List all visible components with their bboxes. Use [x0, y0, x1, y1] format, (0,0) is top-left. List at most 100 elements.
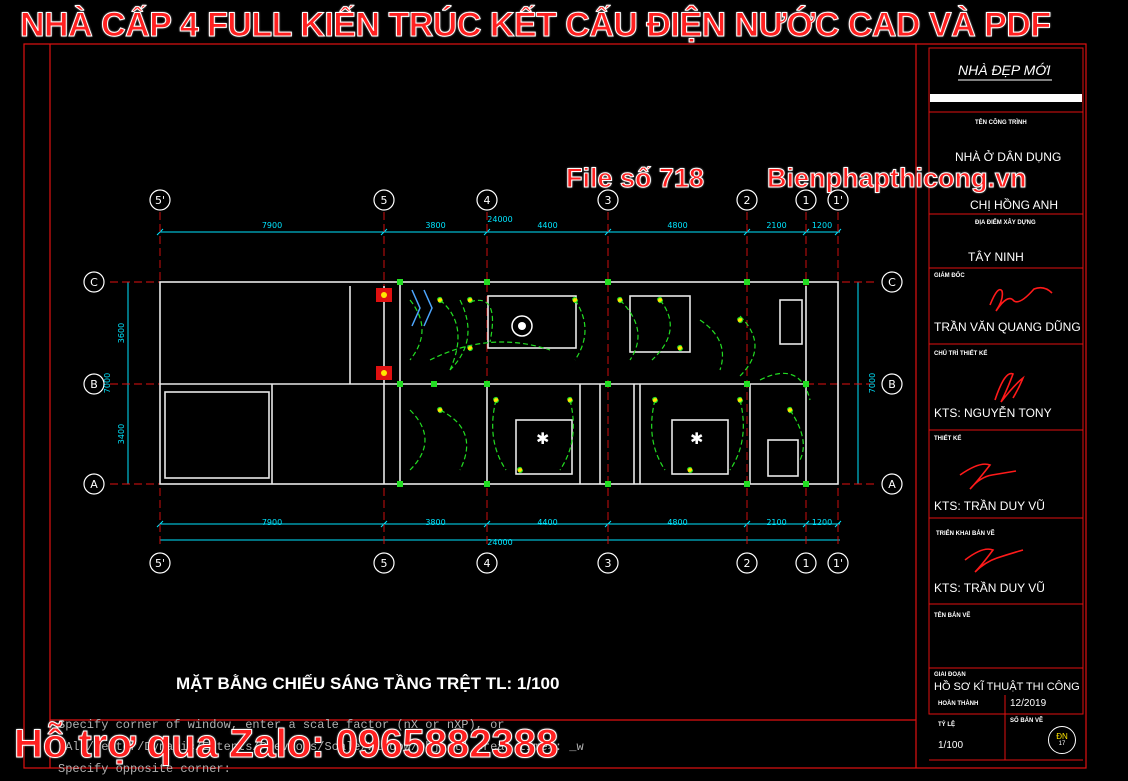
signature-drafter: [964, 548, 1024, 573]
wiring-arc: [651, 399, 666, 471]
side-axis-label: C: [90, 276, 98, 289]
sofa-set: [487, 295, 577, 349]
wiring-arc: [729, 399, 744, 471]
tb-drafter: KTS: TRẦN DUY VŨ: [934, 581, 1045, 595]
axis-bubble-top: [597, 189, 619, 211]
wiring-arc: [759, 372, 811, 401]
wiring-arc: [559, 399, 574, 471]
column-markers: [397, 279, 809, 487]
side-bubble-right: [881, 271, 903, 293]
tb-designer: KTS: TRẦN DUY VŨ: [934, 499, 1045, 513]
side-bubble-left: [83, 373, 105, 395]
titleblock-grid: [928, 47, 1084, 761]
wiring-arc: [619, 299, 639, 361]
signature-design-lead: [994, 372, 1025, 403]
side-bubble-left: [83, 473, 105, 495]
dimension-text: 7900: [262, 518, 282, 527]
column-marker: [484, 481, 490, 487]
signature-director: [989, 286, 1053, 312]
axis-bubble-bottom: [476, 552, 498, 574]
light-point: [656, 296, 664, 304]
light-point: [516, 466, 524, 474]
axis-label: 2: [744, 557, 751, 570]
wiring-arc: [789, 409, 804, 461]
light-point: [686, 466, 694, 474]
column-marker: [803, 381, 809, 387]
sheet-number-badge: ĐN 17: [1048, 726, 1076, 754]
dimension-texts: 7900790038003800440044004800480021002100…: [103, 215, 877, 547]
vertical-dimension-text: 3600: [117, 323, 126, 343]
zalo-support-banner[interactable]: Hỗ trợ qua Zalo: 0965882388: [13, 722, 559, 767]
axis-label: 5: [381, 194, 388, 207]
wiring-arc: [439, 299, 459, 371]
tb-label-drafting: TRIỂN KHAI BẢN VẼ: [936, 531, 995, 537]
sheet-frame: [23, 43, 1087, 769]
grid-axis-lines: [110, 212, 878, 548]
wiring-arc: [429, 341, 551, 361]
axis-label: 2: [744, 194, 751, 207]
ceiling-light-right: ✱: [690, 429, 703, 448]
ceiling-light-left: ✱: [536, 429, 549, 448]
chandelier-symbol: [511, 315, 533, 337]
dimension-text: 4400: [537, 221, 557, 230]
tb-label-location: ĐỊA ĐIỂM XÂY DỰNG: [975, 220, 1036, 226]
toilet-area: [767, 439, 799, 477]
light-point: [736, 316, 744, 324]
command-line-3: Specify opposite corner:: [58, 762, 231, 776]
axis-label: 1: [803, 557, 810, 570]
command-line-2: [All/Center/Dynamic/Extents/Previous/Sca…: [58, 740, 584, 754]
tb-project: NHÀ Ở DÂN DỤNG: [955, 150, 1062, 164]
axis-label: 5': [155, 557, 165, 570]
fixtures: ✱ ✱: [376, 288, 703, 448]
column-marker: [744, 279, 750, 285]
tb-director: TRẦN VĂN QUANG DŨNG: [934, 320, 1081, 334]
axis-label: 3: [605, 194, 612, 207]
axis-bubble-top: [827, 189, 849, 211]
column-marker: [803, 481, 809, 487]
tb-date: 12/2019: [1010, 698, 1047, 709]
side-axis-label: C: [888, 276, 896, 289]
dimension-text: 4800: [667, 221, 687, 230]
wiring-arc: [409, 409, 426, 471]
bed-left: [515, 419, 573, 475]
light-point: [436, 406, 444, 414]
kitchen-counter: [779, 299, 803, 345]
total-dimension-bottom: 24000: [487, 538, 512, 547]
axis-label: 5: [381, 557, 388, 570]
tb-label-phase: GIAI ĐOẠN: [934, 672, 966, 678]
wiring-arc: [439, 409, 468, 471]
dimension-text: 4400: [537, 518, 557, 527]
dimension-text: 3800: [425, 221, 445, 230]
column-marker: [744, 381, 750, 387]
axis-label: 1: [803, 194, 810, 207]
column-marker: [605, 279, 611, 285]
website-banner[interactable]: Bienphapthicong.vn: [767, 163, 1027, 194]
column-marker: [397, 381, 403, 387]
tb-label-design-lead: CHỦ TRÌ THIẾT KẾ: [934, 351, 988, 357]
tb-project-header: NHÀ ĐẸP MỚI: [958, 62, 1051, 78]
column-marker: [484, 381, 490, 387]
vertical-total-dimension: 7000: [103, 373, 112, 393]
axis-label: 1': [833, 194, 843, 207]
dimension-text: 2100: [766, 221, 786, 230]
light-point: [466, 344, 474, 352]
sheet-subnumber: 17: [1058, 741, 1066, 747]
axis-label: 3: [605, 557, 612, 570]
axis-bubble-bottom: [736, 552, 758, 574]
walls: [159, 281, 839, 485]
column-marker: [431, 381, 437, 387]
column-marker: [605, 381, 611, 387]
axis-bubble-top: [476, 189, 498, 211]
light-point: [736, 396, 744, 404]
side-axis-label: B: [90, 378, 98, 391]
light-point: [651, 396, 659, 404]
vertical-dimension-text: 3400: [117, 424, 126, 444]
wiring-arc: [492, 399, 507, 471]
light-point: [566, 396, 574, 404]
column-marker: [605, 481, 611, 487]
light-point: [571, 296, 579, 304]
tb-scale: 1/100: [938, 740, 964, 751]
axis-bubble-bottom: [827, 552, 849, 574]
